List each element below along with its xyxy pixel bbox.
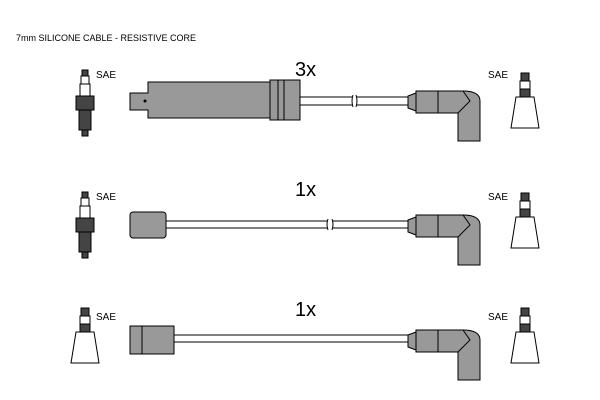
straight-plug-boot — [129, 211, 167, 239]
coil-terminal-icon — [510, 72, 540, 129]
terminal-cap-icon — [70, 307, 100, 364]
cable — [166, 218, 410, 231]
quantity-label: 3x — [295, 59, 316, 81]
right-connector-label: SAE — [488, 312, 508, 323]
quantity-label: 1x — [295, 179, 316, 201]
left-connector-label: SAE — [96, 192, 116, 203]
cable-row-2: SAE 1x SAE — [75, 179, 540, 266]
coil-terminal-icon — [510, 307, 540, 364]
angled-coil-boot — [407, 214, 481, 266]
diagram-title: 7mm SILICONE CABLE - RESISTIVE CORE — [16, 33, 196, 43]
spark-plug-icon — [75, 69, 95, 137]
angled-coil-boot — [407, 329, 481, 381]
cable — [174, 334, 410, 343]
cable — [300, 94, 410, 108]
right-connector-label: SAE — [488, 70, 508, 81]
quantity-label: 1x — [295, 299, 316, 321]
long-plug-boot — [129, 81, 271, 119]
spark-plug-icon — [75, 191, 95, 259]
left-connector-label: SAE — [96, 312, 116, 323]
cable-row-3: SAE 1x SAE — [70, 299, 540, 381]
angled-coil-boot — [407, 90, 481, 142]
straight-plug-boot — [129, 325, 175, 355]
cable-row-1: SAE 3x SAE — [75, 59, 540, 142]
right-connector-label: SAE — [488, 192, 508, 203]
boot-collar — [269, 79, 301, 121]
coil-terminal-icon — [510, 192, 540, 249]
left-connector-label: SAE — [96, 70, 116, 81]
